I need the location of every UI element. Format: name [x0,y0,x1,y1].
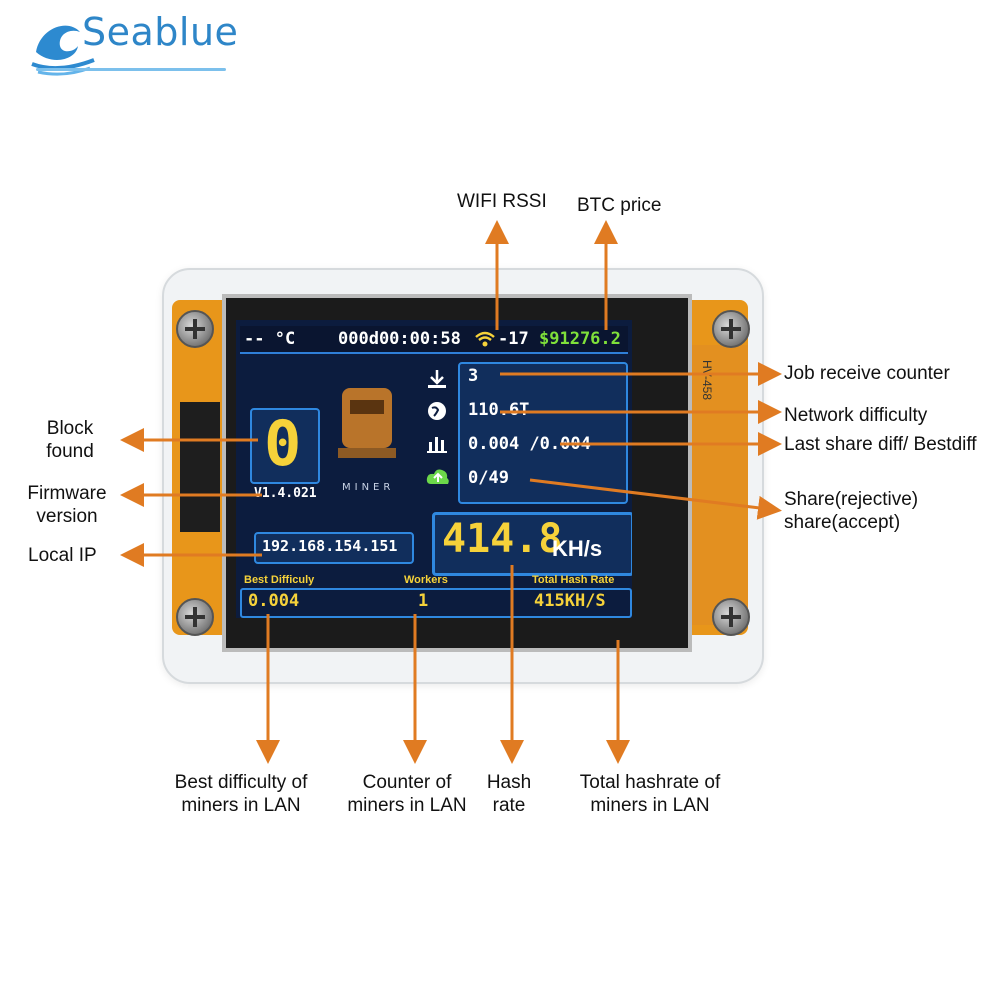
temperature-readout: -- °C [244,329,296,349]
pcb-connector [180,402,220,532]
label-block-found: Block found [46,418,94,462]
label-total-hashrate: Total hashrate of miners in LAN [579,772,721,816]
share-diff-readout: 0.004 /0.004 [468,434,591,454]
cloud-upload-icon [426,469,449,484]
workers-readout: 1 [418,591,429,611]
label-job-counter: Job receive counter [784,363,950,384]
pcb-components [690,345,748,625]
status-bar [240,326,628,354]
local-ip-readout: 192.168.154.151 [262,537,398,555]
label-best-difficulty: Best difficulty of miners in LAN [174,772,308,816]
total-hash-readout: 415KH/S [534,591,606,611]
chart-icon [427,437,447,453]
best-difficulty-label: Best Difficuly [244,574,315,586]
brand-underline [36,68,226,71]
label-last-share: Last share diff/ Bestdiff [784,434,977,455]
best-difficulty-readout: 0.004 [248,591,300,611]
label-btc-price: BTC price [577,195,662,216]
job-counter-readout: 3 [468,366,479,386]
local-ip-panel [254,532,414,564]
hash-rate-readout: 414.8 [442,516,563,562]
label-local-ip: Local IP [28,545,97,566]
label-hash-rate: Hash rate [486,772,532,816]
block-found-panel [250,408,320,484]
label-share: Share(rejective) share(accept) [784,489,919,533]
screw-icon [712,310,750,348]
wifi-icon [475,331,495,347]
bottom-panel [240,588,632,618]
hash-unit-readout: KH/s [552,536,603,561]
total-hash-label: Total Hash Rate [532,574,615,586]
hash-rate-panel [432,512,632,576]
globe-icon [428,402,446,420]
label-network-difficulty: Network difficulty [784,405,928,426]
lcd-screen: -- °C 000d00:00:58 -17 $91276.2 0 V1.4.0… [236,320,632,618]
block-found-readout: 0 [264,407,302,480]
label-firmware: Firmware version [27,483,107,527]
label-counter-miners: Counter of miners in LAN [347,772,467,816]
workers-label: Workers [404,574,448,586]
network-difficulty-readout: 110.6T [468,400,530,420]
download-icon [428,370,446,388]
brand-logo [28,8,228,78]
firmware-readout: V1.4.021 [254,486,317,501]
miner-logo-text: MINER [342,482,395,493]
uptime-readout: 000d00:00:58 [338,329,461,349]
btc-price-readout: $91276.2 [539,329,621,349]
screw-icon [712,598,750,636]
shares-readout: 0/49 [468,468,509,488]
pcb-label: HV-458 [700,360,714,401]
label-wifi-rssi: WIFI RSSI [457,191,547,212]
screw-icon [176,310,214,348]
miner-logo-icon [338,388,396,458]
brand-name: Seablue [82,10,239,54]
screw-icon [176,598,214,636]
wifi-rssi-readout: -17 [498,329,529,349]
